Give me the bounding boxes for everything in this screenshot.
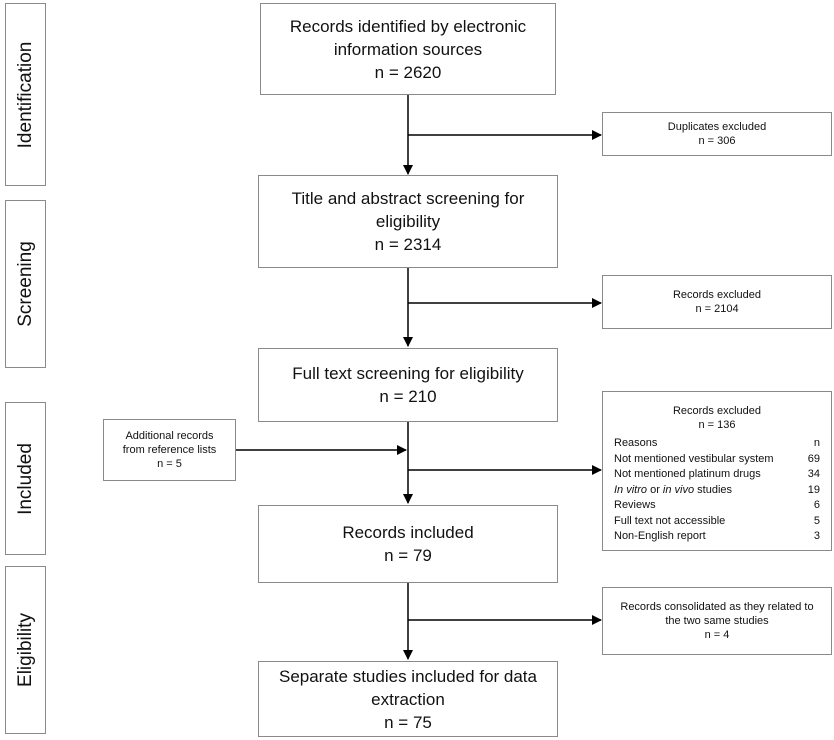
exclusion-reason-row: Not mentioned platinum drugs 34 — [614, 467, 820, 483]
box-records-excluded-screening: Records excluded n = 2104 — [602, 275, 832, 329]
stage-identification: Identification — [5, 3, 46, 186]
box-records-included-count: n = 79 — [384, 546, 432, 565]
box-excluded-fulltext-count: n = 136 — [698, 419, 736, 431]
reason-label: Non-English report — [614, 530, 706, 542]
box-title-abstract-line2: eligibility — [375, 212, 441, 231]
stage-screening: Screening — [5, 200, 46, 368]
stage-eligibility-label: Eligibility — [14, 613, 36, 687]
box-excluded-fulltext-line1: Records excluded — [672, 405, 762, 417]
box-consolidated-line1: Records consolidated as they related to — [620, 601, 814, 613]
box-duplicates-excluded: Duplicates excluded n = 306 — [602, 112, 832, 156]
exclusion-reason-row: Full text not accessible 5 — [614, 514, 820, 530]
exclusion-reasons-header: Reasons n — [614, 436, 820, 452]
reason-label: Not mentioned vestibular system — [614, 452, 774, 465]
reasons-header-label: Reasons — [614, 437, 658, 449]
box-records-identified-line2: information sources — [333, 39, 483, 59]
reason-connector: or — [647, 483, 663, 496]
exclusion-reason-row: In vitro or in vivo studies 19 — [614, 483, 820, 499]
reason-label: In vitro or in vivo studies — [614, 483, 732, 499]
reason-count: 6 — [813, 499, 820, 511]
stage-included-label: Included — [14, 442, 36, 515]
stage-eligibility: Eligibility — [5, 566, 46, 734]
box-excluded-screening-count: n = 2104 — [695, 303, 739, 315]
reason-label: Full text not accessible — [614, 514, 726, 527]
box-duplicates-line1: Duplicates excluded — [667, 121, 767, 133]
exclusion-reasons-list: Reasons n Not mentioned vestibular syste… — [614, 436, 820, 545]
exclusion-reason-row: Reviews 6 — [614, 498, 820, 514]
box-records-identified-count: n = 2620 — [374, 62, 442, 82]
box-separate-studies-line2: extraction — [371, 689, 445, 709]
box-title-abstract-line1: Title and abstract screening for — [291, 189, 525, 208]
box-full-text-screening: Full text screening for eligibility n = … — [258, 348, 558, 422]
box-records-identified: Records identified by electronic informa… — [260, 3, 556, 95]
box-additional-line2: from reference lists — [122, 444, 217, 456]
box-full-text-count: n = 210 — [379, 387, 437, 406]
box-title-abstract-count: n = 2314 — [374, 235, 442, 254]
box-records-identified-line1: Records identified by electronic — [289, 16, 527, 36]
box-full-text-line1: Full text screening for eligibility — [292, 364, 524, 383]
reason-count: 3 — [813, 530, 820, 542]
reason-count: 19 — [807, 483, 820, 496]
box-additional-count: n = 5 — [157, 458, 182, 470]
box-records-excluded-full-text: Records excluded n = 136 Reasons n Not m… — [602, 391, 832, 551]
box-records-consolidated: Records consolidated as they related to … — [602, 587, 832, 655]
box-separate-studies: Separate studies included for data extra… — [258, 661, 558, 737]
box-duplicates-count: n = 306 — [698, 135, 736, 147]
exclusion-reason-row: Non-English report 3 — [614, 529, 820, 545]
reason-italic-in-vivo: in vivo — [662, 483, 695, 496]
reason-label: Not mentioned platinum drugs — [614, 468, 761, 480]
stage-identification-label: Identification — [14, 41, 36, 148]
reasons-header-n: n — [813, 437, 820, 449]
box-consolidated-line2: the two same studies — [665, 615, 769, 627]
box-additional-records: Additional records from reference lists … — [103, 419, 236, 481]
exclusion-reason-row: Not mentioned vestibular system 69 — [614, 452, 820, 468]
box-records-included: Records included n = 79 — [258, 505, 558, 583]
reason-count: 34 — [807, 468, 820, 480]
box-additional-line1: Additional records — [125, 430, 214, 442]
reason-italic-in-vitro: In vitro — [614, 483, 648, 496]
reason-suffix: studies — [694, 483, 733, 496]
stage-screening-label: Screening — [14, 241, 36, 327]
reason-count: 5 — [813, 514, 820, 527]
box-consolidated-count: n = 4 — [704, 629, 730, 641]
box-excluded-screening-line1: Records excluded — [672, 289, 762, 301]
reason-count: 69 — [807, 452, 820, 465]
box-records-included-line1: Records included — [342, 523, 474, 542]
stage-included: Included — [5, 402, 46, 555]
box-separate-studies-line1: Separate studies included for data — [278, 666, 537, 686]
reason-label: Reviews — [614, 499, 656, 511]
box-separate-studies-count: n = 75 — [384, 712, 432, 732]
box-title-abstract-screening: Title and abstract screening for eligibi… — [258, 175, 558, 268]
